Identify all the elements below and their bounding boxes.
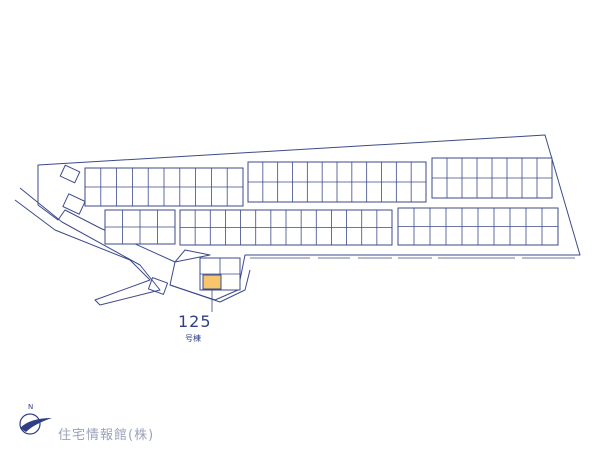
small-parcel [147, 277, 169, 295]
target-block [199, 257, 241, 312]
lot-suffix-label: 号棟 [185, 334, 201, 343]
compass-north-label: N [28, 403, 33, 411]
block-3 [431, 157, 553, 199]
road-left [14, 187, 161, 306]
corner-parcel [62, 193, 86, 215]
block-1 [84, 167, 244, 207]
road-lower [169, 269, 251, 303]
company-name: 住宅情報館(株) [58, 428, 155, 443]
block-4 [104, 209, 176, 245]
block-2 [247, 161, 427, 203]
lot-number-label: 125 [178, 312, 212, 331]
north-arrow-icon: N [19, 403, 52, 435]
target-lot-125 [202, 274, 222, 290]
block-5 [179, 209, 393, 246]
block-6 [397, 207, 559, 246]
bottom-strip [245, 254, 580, 259]
top-left-parcel [59, 164, 81, 184]
